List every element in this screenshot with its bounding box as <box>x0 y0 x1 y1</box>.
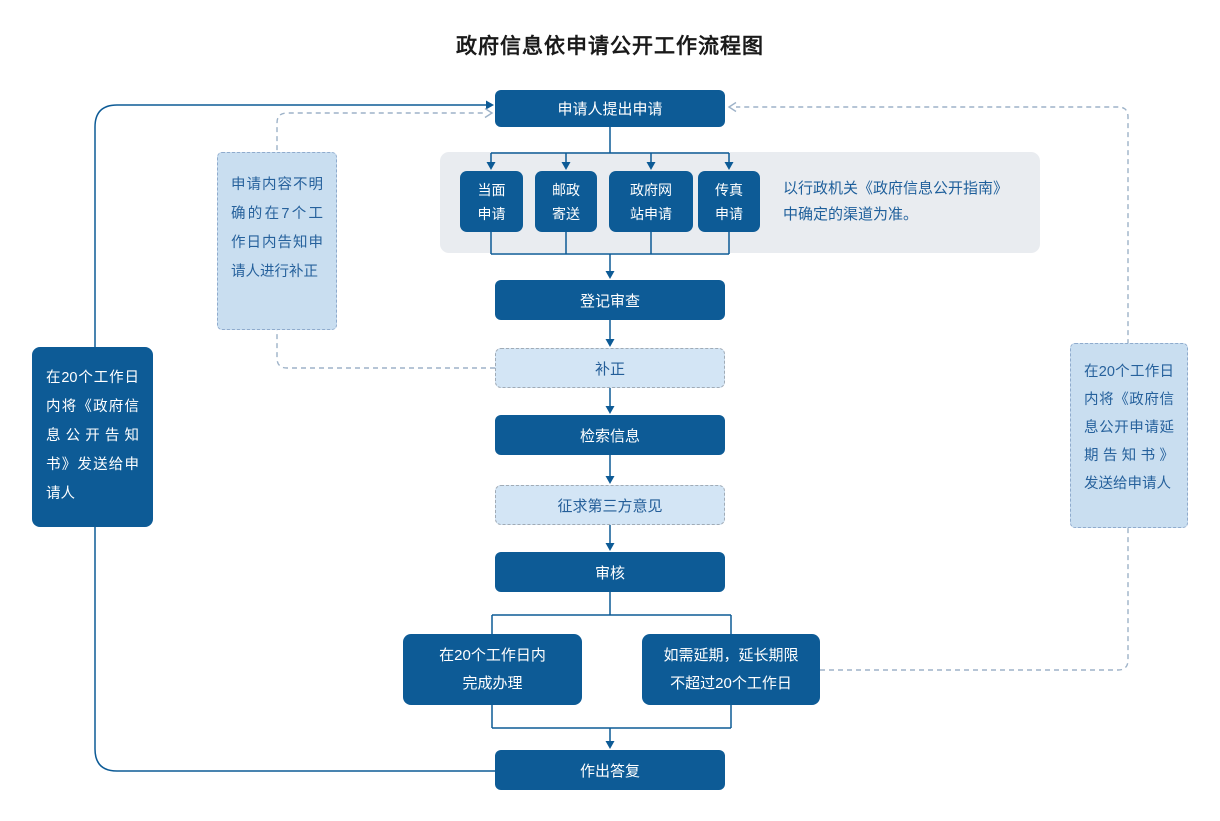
annotation-extension-notice: 在20个工作日内将《政府信息公开申请延期告知书》 发送给申请人 <box>1070 343 1188 528</box>
node-register-review: 登记审查 <box>495 280 725 320</box>
node-channel-website: 政府网 站申请 <box>609 171 693 232</box>
page-title: 政府信息依申请公开工作流程图 <box>456 35 764 58</box>
node-apply: 申请人提出申请 <box>495 90 725 127</box>
node-extension: 如需延期，延长期限 不超过20个工作日 <box>642 634 820 705</box>
node-complete-20-days: 在20个工作日内 完成办理 <box>403 634 582 705</box>
node-channel-postal: 邮政 寄送 <box>535 171 597 232</box>
channels-note: 以行政机关《政府信息公开指南》 中确定的渠道为准。 <box>783 180 1009 223</box>
node-channel-in-person: 当面 申请 <box>460 171 523 232</box>
node-third-party-opinion: 征求第三方意见 <box>495 485 725 525</box>
dashed-arrowheads <box>484 101 737 119</box>
node-reply: 作出答复 <box>495 750 725 790</box>
node-correction: 补正 <box>495 348 725 388</box>
node-channel-fax: 传真 申请 <box>698 171 760 232</box>
node-search-info: 检索信息 <box>495 415 725 455</box>
solid-arrowheads <box>486 100 734 749</box>
correction-loop-line <box>276 112 495 369</box>
annotation-notice-delivery: 在20个工作日内将《政府信息公开告知书》发送给申请人 <box>32 347 153 527</box>
annotation-unclear-content: 申请内容不明确的在7个工作日内告知申请人进行补正 <box>217 152 337 330</box>
node-review: 审核 <box>495 552 725 592</box>
